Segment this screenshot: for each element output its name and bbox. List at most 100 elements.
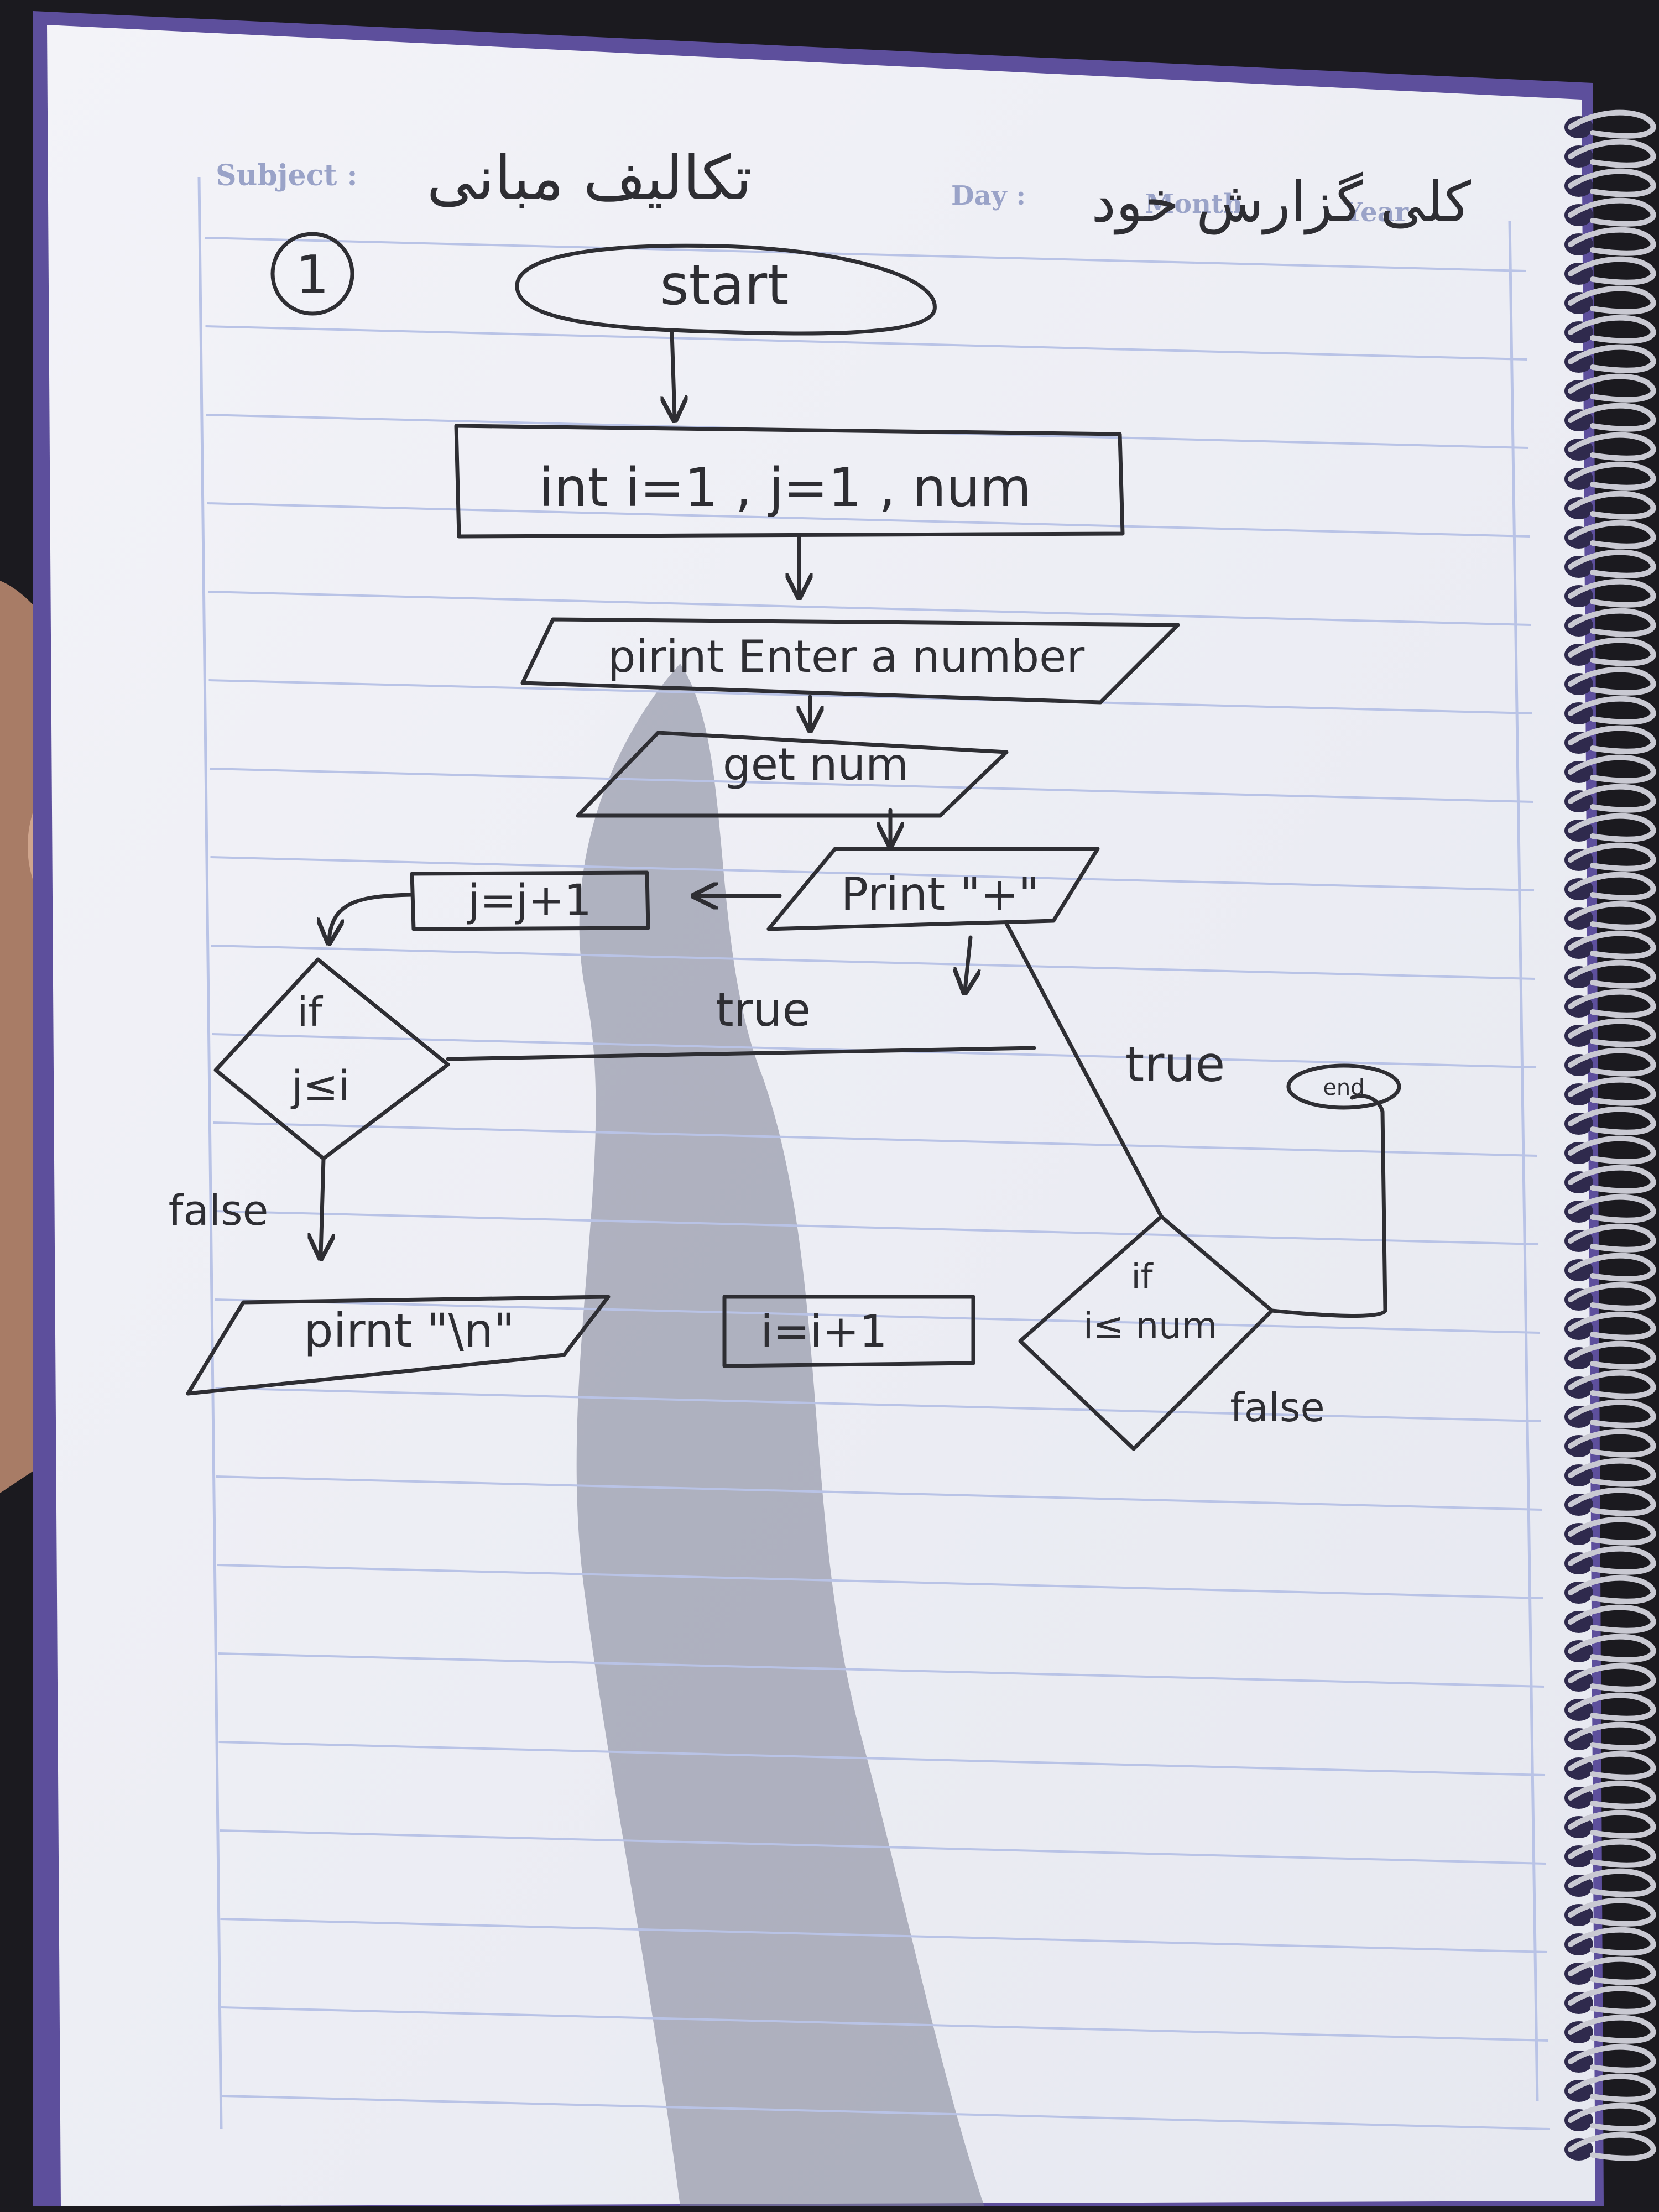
rule-line <box>218 1741 1546 1776</box>
input-label: get num <box>723 739 909 790</box>
spiral-ring <box>1564 1634 1657 1663</box>
rule-line <box>217 1564 1543 1599</box>
spiral-ring <box>1564 1487 1657 1516</box>
spiral-ring <box>1564 1194 1657 1223</box>
spiral-ring <box>1564 461 1657 491</box>
spiral-ring <box>1564 2132 1657 2161</box>
end-terminator <box>1286 1063 1401 1110</box>
rule-line <box>217 1652 1545 1688</box>
line-print-condi <box>1004 921 1164 1219</box>
true-branch-j <box>446 1046 1036 1061</box>
declare-label: int i=1 , j=1 , num <box>539 457 1031 519</box>
spiral-ring <box>1564 1282 1657 1311</box>
spiral-ring <box>1564 139 1657 168</box>
spiral-ring <box>1564 2044 1657 2073</box>
declare-process-box <box>454 424 1125 539</box>
spiral-ring <box>1564 666 1657 696</box>
false-label-i: false <box>1230 1384 1324 1431</box>
spiral-ring <box>1564 1077 1657 1106</box>
spiral-ring <box>1564 1018 1657 1047</box>
spiral-ring <box>1564 1839 1657 1868</box>
spiral-ring <box>1564 1370 1657 1399</box>
spiral-ring <box>1564 1663 1657 1692</box>
inc-j-process-box <box>410 870 650 931</box>
spiral-ring <box>1564 901 1657 930</box>
rule-line <box>216 1475 1542 1511</box>
cond-j-line2: j≤i <box>290 1061 350 1110</box>
ruled-lines <box>204 237 1550 2130</box>
year-label: Year <box>1343 197 1409 228</box>
spiral-ring <box>1564 168 1657 197</box>
rule-line <box>207 591 1531 626</box>
inc-i-label: i=i+1 <box>760 1306 887 1357</box>
input-io-box <box>576 731 1009 818</box>
spiral-binding <box>1564 109 1657 2161</box>
spiral-ring <box>1564 1780 1657 1809</box>
arrow-false-j <box>321 1156 324 1255</box>
spiral-ring <box>1564 1985 1657 2015</box>
inc-i-process-box <box>722 1295 975 1368</box>
paper-sheet <box>47 25 1595 2206</box>
prompt-io-box <box>520 617 1180 705</box>
spiral-ring <box>1564 725 1657 754</box>
spiral-ring <box>1564 197 1657 227</box>
spiral-ring <box>1564 344 1657 373</box>
spiral-ring <box>1564 578 1657 608</box>
spiral-ring <box>1564 842 1657 872</box>
rule-line <box>213 1210 1539 1245</box>
arrow-print-down <box>965 935 971 990</box>
spiral-ring <box>1564 1516 1657 1546</box>
spiral-ring <box>1564 696 1657 725</box>
rule-line <box>212 1121 1538 1157</box>
day-label: Day : <box>951 180 1026 211</box>
spiral-ring <box>1564 1897 1657 1927</box>
spiral-ring <box>1564 1311 1657 1340</box>
spiral-ring <box>1564 432 1657 461</box>
false-label-j: false <box>169 1186 269 1235</box>
rule-line <box>205 325 1528 361</box>
spiral-ring <box>1564 1809 1657 1839</box>
spiral-ring <box>1564 608 1657 637</box>
rule-line <box>221 2006 1549 2042</box>
rule-line <box>207 502 1530 538</box>
arrow-incj-condj <box>329 893 414 940</box>
rule-line <box>209 768 1533 803</box>
rule-line <box>222 2095 1550 2130</box>
rule-line <box>204 237 1527 272</box>
spiral-ring <box>1564 1927 1657 1956</box>
spiral-ring <box>1564 989 1657 1018</box>
margin-line <box>197 176 223 2130</box>
spiral-ring <box>1564 2073 1657 2103</box>
spiral-ring <box>1564 549 1657 578</box>
spiral-ring <box>1564 1399 1657 1428</box>
spiral-ring <box>1564 1751 1657 1780</box>
spiral-ring <box>1564 109 1657 139</box>
spiral-ring <box>1564 315 1657 344</box>
right-margin-line <box>1508 221 1539 2102</box>
rule-line <box>215 1387 1541 1422</box>
spiral-ring <box>1564 1956 1657 1985</box>
spiral-ring <box>1564 1428 1657 1458</box>
cond-i-decision <box>1018 1214 1274 1451</box>
phone-shadow <box>576 664 984 2206</box>
rule-line <box>214 1298 1540 1334</box>
end-label: end <box>1323 1075 1364 1100</box>
print-plus-io-box <box>766 847 1100 931</box>
spiral-ring <box>1564 2015 1657 2044</box>
spiral-ring <box>1564 373 1657 403</box>
spiral-ring <box>1564 1721 1657 1751</box>
start-label: start <box>660 253 789 317</box>
rule-line <box>210 856 1535 891</box>
spiral-ring <box>1564 1692 1657 1721</box>
print-newline-label: pirnt "\n" <box>304 1303 514 1358</box>
spiral-ring <box>1564 754 1657 784</box>
spiral-ring <box>1564 1458 1657 1487</box>
spiral-ring <box>1564 491 1657 520</box>
rule-line <box>219 1829 1547 1865</box>
spiral-ring <box>1564 784 1657 813</box>
spiral-ring <box>1564 520 1657 549</box>
spiral-ring <box>1564 1165 1657 1194</box>
handwritten-title: تکالیف مبانی <box>427 143 752 213</box>
print-plus-label: Print "+" <box>841 868 1040 921</box>
